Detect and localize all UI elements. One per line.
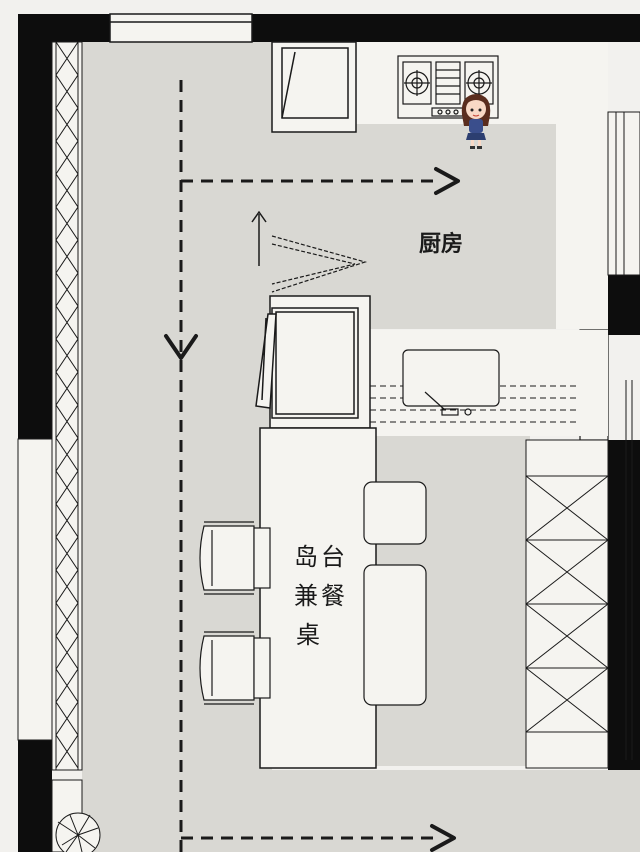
bench xyxy=(363,564,427,706)
sink-icon xyxy=(402,349,500,407)
right-wall-lower xyxy=(608,440,640,770)
faucet-icon xyxy=(424,391,472,416)
tall-cabinet xyxy=(271,41,357,133)
left-wall-panel xyxy=(17,438,53,741)
island-label-line2: 兼餐 xyxy=(294,582,348,610)
walls xyxy=(18,14,640,852)
kitchen-label: 厨房 xyxy=(419,231,463,257)
cartoon-girl-icon xyxy=(461,94,491,149)
right-wall-mid xyxy=(608,275,640,335)
arrow-icon xyxy=(251,210,267,266)
left-wall-upper xyxy=(18,14,52,439)
sink-counter xyxy=(356,330,608,436)
top-window xyxy=(109,13,253,43)
stool xyxy=(363,481,427,545)
chair-icon xyxy=(199,631,271,705)
arrow-icon xyxy=(164,167,460,852)
left-wall-lower xyxy=(18,740,52,852)
island-table xyxy=(259,427,377,769)
right-cabinet-lattice xyxy=(525,439,609,769)
right-window-lower xyxy=(625,380,633,760)
circulation-path xyxy=(179,80,440,852)
right-window-upper xyxy=(607,111,640,276)
folding-door xyxy=(271,235,368,293)
island-label-line1: 岛台 xyxy=(294,543,348,571)
island-stools xyxy=(363,481,427,706)
island-label-line3: 桌 xyxy=(296,621,320,649)
refrigerator-icon xyxy=(255,295,371,429)
plant-icon xyxy=(51,779,101,852)
chair-icon xyxy=(199,521,271,595)
left-window-lattice xyxy=(51,41,83,771)
top-wall-right xyxy=(252,14,640,42)
